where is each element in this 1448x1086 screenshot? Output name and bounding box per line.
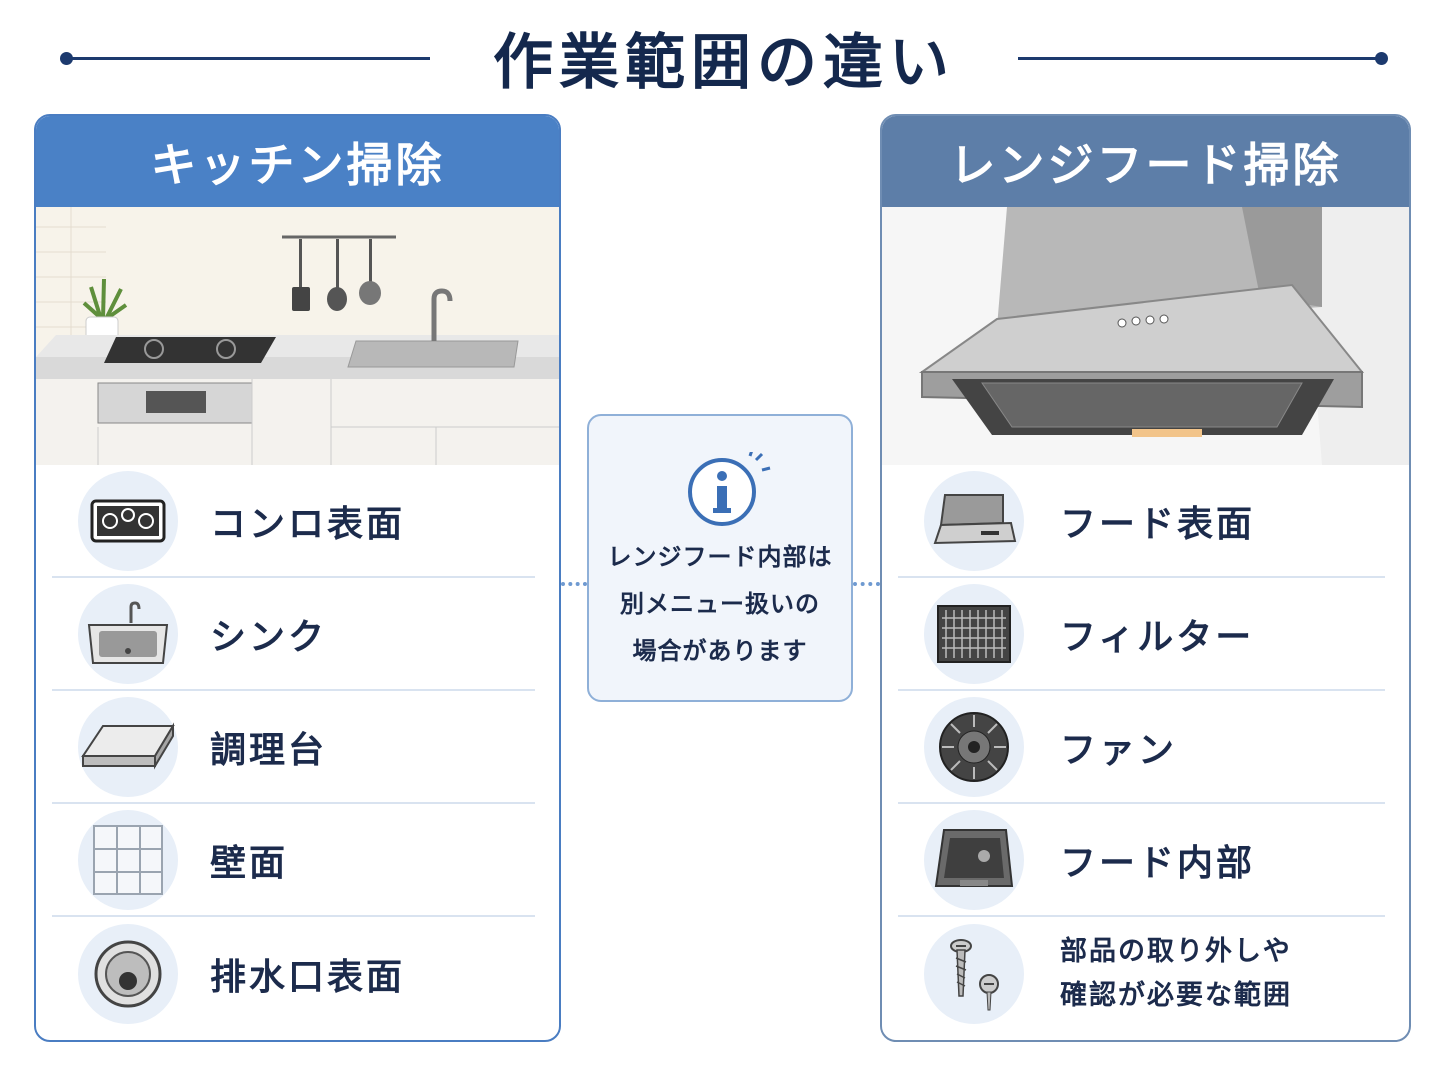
kitchen-cleaning-panel: キッチン掃除: [34, 114, 561, 1042]
screws-icon: [924, 923, 1024, 1024]
fan-icon: [924, 696, 1024, 797]
item-label: フィルター: [1060, 616, 1255, 658]
info-note-text: レンジフード内部は 別メニュー扱いの 場合があります: [607, 543, 833, 665]
wall-tile-icon: [78, 809, 178, 910]
list-item: フィルター: [898, 578, 1385, 691]
list-item: 壁面: [52, 804, 535, 917]
info-note: レンジフード内部は 別メニュー扱いの 場合があります: [587, 414, 853, 702]
item-label: 壁面: [210, 842, 289, 884]
list-item: 排水口表面: [52, 917, 535, 1030]
kitchen-item-list: コンロ表面 シンク 調理台 壁面 排水口表面: [36, 465, 559, 1030]
range-hood-cleaning-panel: レンジフード掃除 フード表面 フィルター: [880, 114, 1411, 1042]
list-item: ファン: [898, 691, 1385, 804]
kitchen-photo: [36, 207, 559, 465]
range-hood-icon: [924, 470, 1024, 571]
page-title: 作業範囲の違い: [493, 28, 955, 98]
item-label: 部品の取り外しや 確認が必要な範囲: [1060, 935, 1292, 1011]
drain-icon: [78, 923, 178, 1024]
countertop-icon: [78, 696, 178, 797]
list-item: 部品の取り外しや 確認が必要な範囲: [898, 917, 1385, 1030]
range-hood-photo: [882, 207, 1409, 465]
title-divider-right: [1018, 57, 1382, 60]
item-label: 調理台: [210, 729, 328, 771]
item-label: フード内部: [1060, 842, 1256, 884]
item-label: フード表面: [1060, 503, 1256, 545]
list-item: 調理台: [52, 691, 535, 804]
list-item: コンロ表面: [52, 465, 535, 578]
item-label: コンロ表面: [210, 503, 406, 545]
list-item: フード内部: [898, 804, 1385, 917]
stove-icon: [78, 470, 178, 571]
title-divider-left: [66, 57, 430, 60]
item-label: シンク: [210, 616, 328, 658]
title-row: 作業範囲の違い: [0, 0, 1448, 115]
item-label: 排水口表面: [210, 956, 406, 998]
hood-panel-header: レンジフード掃除: [882, 116, 1409, 207]
kitchen-panel-header: キッチン掃除: [36, 116, 559, 207]
info-icon: [684, 449, 774, 536]
filter-icon: [924, 583, 1024, 684]
item-label: ファン: [1060, 729, 1178, 771]
hood-interior-icon: [924, 809, 1024, 910]
connector-dots-right: [853, 582, 880, 589]
sink-icon: [78, 583, 178, 684]
connector-dots-left: [561, 582, 587, 589]
hood-item-list: フード表面 フィルター ファン フード内部 部品の取り外しや 確認が必要な範囲: [882, 465, 1409, 1030]
list-item: シンク: [52, 578, 535, 691]
list-item: フード表面: [898, 465, 1385, 578]
title-dot-right: [1375, 52, 1388, 65]
